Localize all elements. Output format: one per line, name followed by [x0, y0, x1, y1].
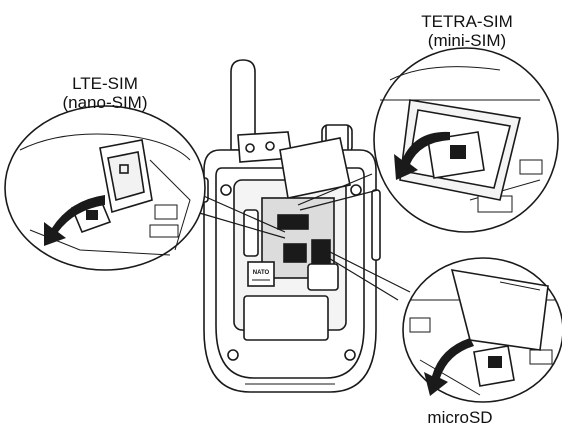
- lte-sim-label-line1: LTE-SIM: [72, 74, 138, 93]
- tetra-sim-label-line2: (mini-SIM): [427, 31, 507, 50]
- tetra-sim-label: TETRA-SIM (mini-SIM): [392, 12, 542, 50]
- antenna: [230, 59, 256, 151]
- lte-insert-arrow: [44, 195, 105, 246]
- microsd-cover: [450, 269, 549, 351]
- lte-inset-ellipse: [4, 105, 206, 271]
- tetra-sim-label-line1: TETRA-SIM: [421, 12, 513, 31]
- screw: [227, 349, 239, 361]
- screw: [220, 184, 232, 196]
- microsd-label: microSD: [410, 408, 510, 427]
- leader-lines: [189, 173, 411, 301]
- screw: [350, 184, 362, 196]
- microsd-inset: [402, 257, 562, 403]
- tetra-sim-chip: [450, 145, 466, 159]
- microsd-insert-arrow: [424, 338, 474, 396]
- lte-sim-inset: [4, 105, 206, 271]
- lte-sim-label: LTE-SIM (nano-SIM): [40, 74, 170, 112]
- screw: [344, 349, 356, 361]
- radio-device: NATO: [199, 59, 381, 393]
- tetra-insert-arrow: [394, 131, 450, 180]
- lte-sim-chip: [86, 210, 98, 220]
- microsd-label-text: microSD: [427, 408, 493, 427]
- microsd-card-notch: [488, 356, 502, 368]
- lte-sim-label-line2: (nano-SIM): [62, 93, 148, 112]
- nato-badge-text: NATO: [253, 270, 270, 276]
- tetra-sim-inset: [373, 47, 559, 233]
- nato-badge: [247, 261, 275, 287]
